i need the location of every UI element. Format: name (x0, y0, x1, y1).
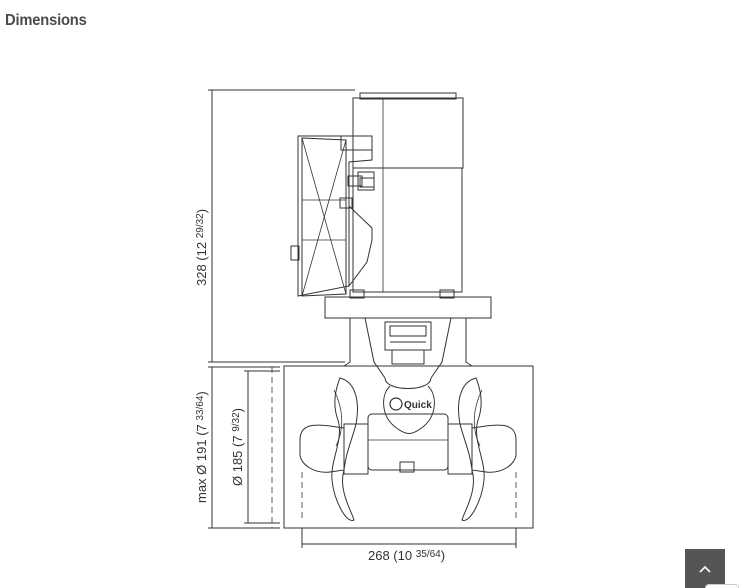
width-dimension-label: 268 (10 35/64) (368, 548, 445, 563)
page-title: Dimensions (5, 12, 87, 29)
chevron-up-icon (698, 564, 712, 574)
width-dimension-fraction: 35/64 (416, 549, 441, 560)
tunnel-outline (283, 365, 534, 529)
mounting-flange (324, 289, 492, 319)
quick-logo: Quick (389, 397, 432, 411)
height-dimension-close: ) (194, 209, 209, 213)
diameter-dimension-line (244, 370, 280, 524)
width-dimension-close: ) (441, 548, 445, 563)
diameter-dimension-value: Ø 185 (7 (230, 432, 245, 486)
corner-tab (705, 584, 739, 588)
left-propeller (299, 377, 358, 521)
max-diameter-dimension-label: max Ø 191 (7 33/64) (194, 391, 209, 503)
logo-text: Quick (404, 400, 432, 411)
max-diameter-dimension-fraction: 33/64 (195, 395, 206, 420)
max-diameter-dimension-value: max Ø 191 (7 (194, 421, 209, 503)
diameter-dimension-label: Ø 185 (7 9/32) (230, 408, 245, 486)
height-dimension-fraction: 29/32 (195, 213, 206, 238)
back-to-top-button[interactable] (685, 549, 725, 588)
diameter-dimension-fraction: 9/32 (231, 412, 242, 432)
width-dimension-line (301, 528, 517, 548)
height-dimension-label: 328 (12 29/32) (194, 209, 209, 286)
height-dimension-value: 328 (12 (194, 238, 209, 286)
max-diameter-dimension-line (208, 366, 280, 529)
right-propeller (458, 377, 517, 521)
diameter-dimension-close: ) (230, 408, 245, 412)
electric-motor (339, 92, 464, 293)
height-dimension-line (208, 89, 355, 363)
max-diameter-dimension-close: ) (194, 391, 209, 395)
center-lines (271, 367, 517, 528)
control-box (290, 135, 373, 297)
gear-leg (343, 317, 473, 389)
width-dimension-value: 268 (10 (368, 548, 416, 563)
